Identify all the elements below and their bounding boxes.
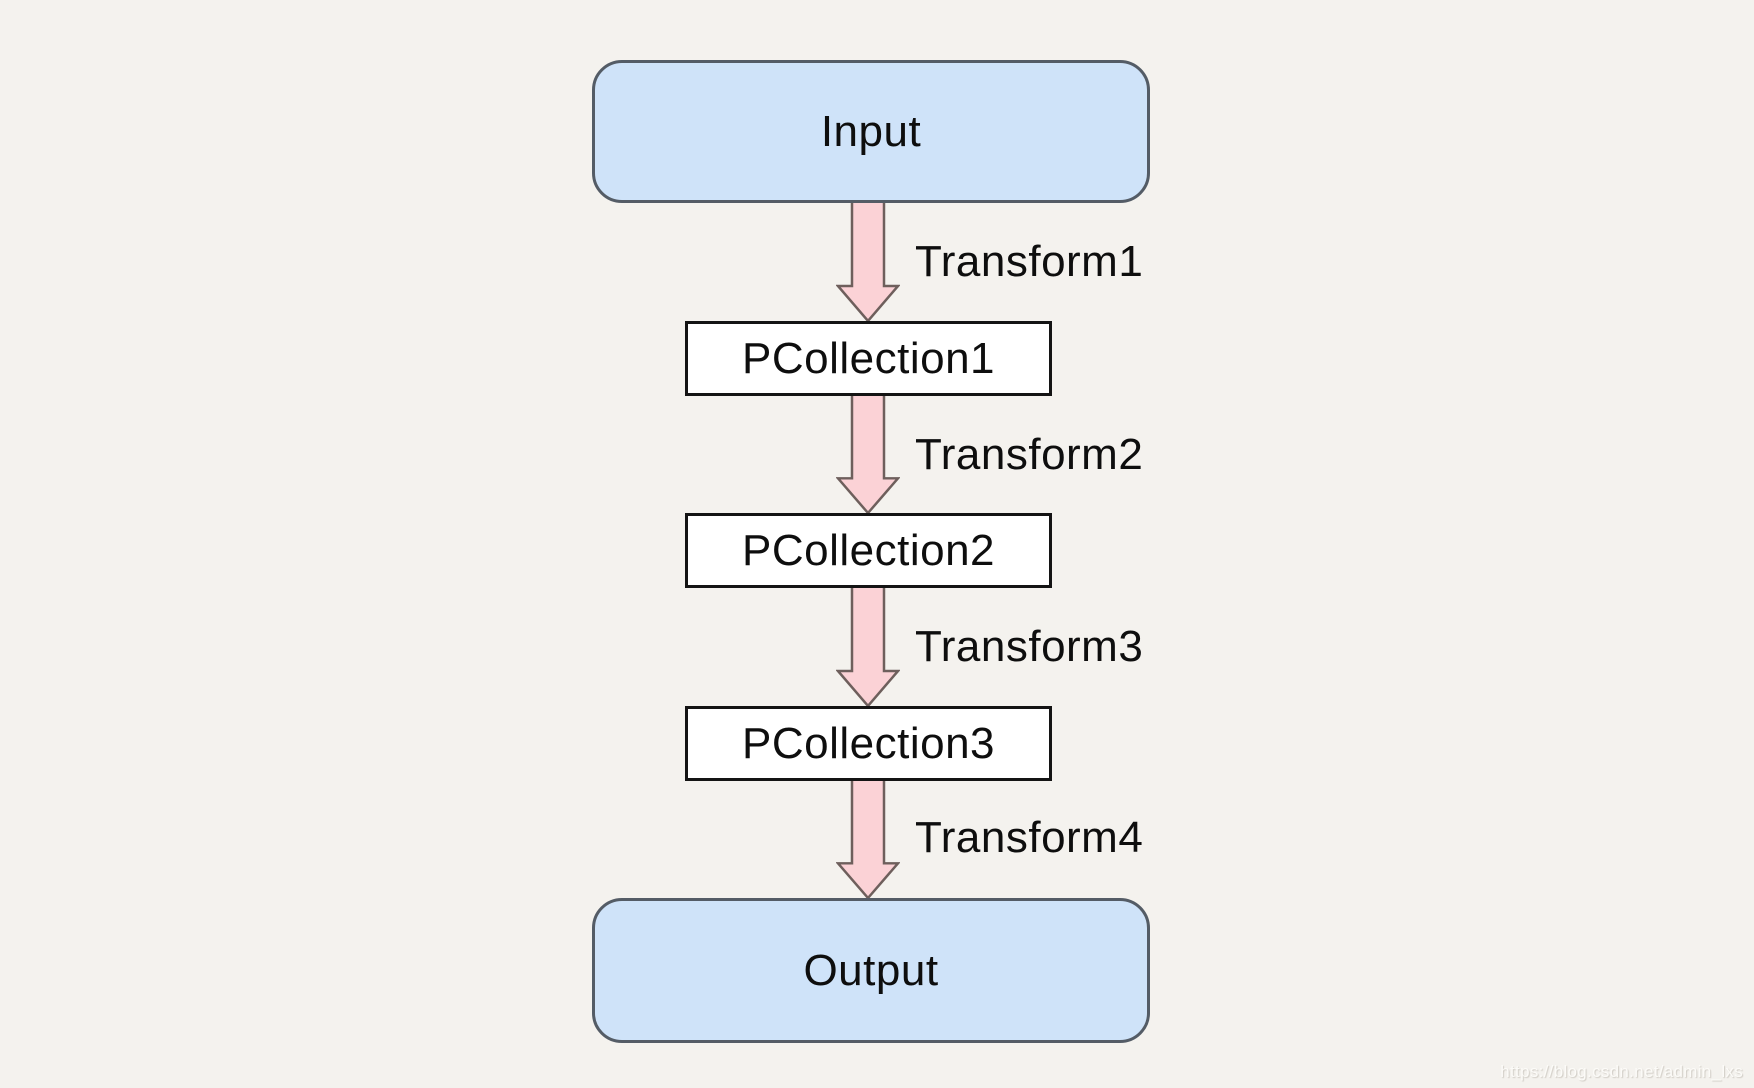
down-arrow-icon <box>836 203 900 323</box>
edge-label-transform2: Transform2 <box>915 430 1144 479</box>
edge-arrow-transform3 <box>836 588 900 708</box>
node-input-label: Input <box>820 106 922 156</box>
edge-label-transform4: Transform4 <box>915 813 1144 862</box>
node-pcollection2-label: PCollection2 <box>741 525 996 575</box>
node-pcollection3-label: PCollection3 <box>741 718 996 768</box>
down-arrow-icon <box>836 588 900 708</box>
watermark: https://blog.csdn.net/admin_lxs <box>1500 1062 1743 1081</box>
edge-label-transform3: Transform3 <box>915 622 1144 671</box>
edge-label-transform1: Transform1 <box>915 237 1144 286</box>
node-output-label: Output <box>803 945 939 995</box>
edge-arrow-transform1 <box>836 203 900 323</box>
node-pcollection1-label: PCollection1 <box>741 333 996 383</box>
node-input: Input <box>592 60 1150 203</box>
down-arrow-icon <box>836 781 900 900</box>
node-pcollection1: PCollection1 <box>685 321 1052 396</box>
node-pcollection3: PCollection3 <box>685 706 1052 781</box>
node-pcollection2: PCollection2 <box>685 513 1052 588</box>
down-arrow-icon <box>836 396 900 515</box>
edge-arrow-transform4 <box>836 781 900 900</box>
node-output: Output <box>592 898 1150 1043</box>
edge-arrow-transform2 <box>836 396 900 515</box>
